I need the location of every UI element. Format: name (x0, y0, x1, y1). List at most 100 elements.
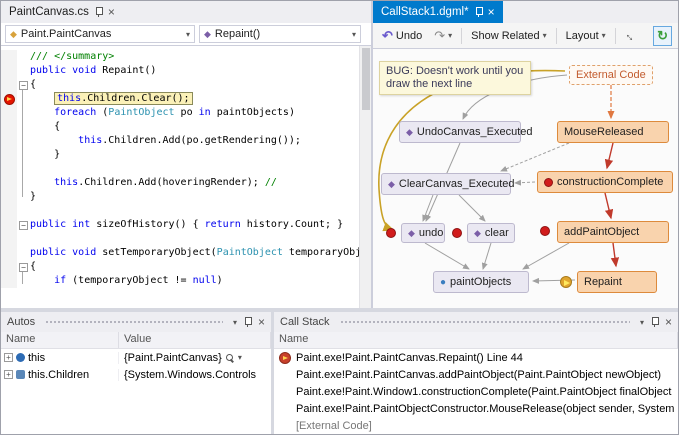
node-addpaintobject[interactable]: addPaintObject (557, 221, 669, 243)
variable-icon (16, 370, 25, 379)
variable-icon (16, 353, 25, 362)
callstack-row[interactable]: [External Code] (274, 417, 678, 434)
node-clearcanvas-executed[interactable]: ◆ ClearCanvas_Executed (381, 173, 511, 195)
variable-name: this.Children (28, 369, 89, 381)
node-undocanvas-executed[interactable]: ◆ UndoCanvas_Executed (399, 121, 521, 143)
code-line[interactable]: this.Children.Add(po.getRendering()); (1, 134, 371, 148)
code-line[interactable]: −{ (1, 78, 371, 92)
layout-dropdown[interactable]: Layout ▾ (563, 29, 609, 43)
chevron-down-icon[interactable]: ▾ (238, 353, 242, 362)
callstack-row[interactable]: Paint.exe!Paint.PaintCanvas.Repaint() Li… (274, 349, 678, 366)
code-line[interactable]: } (1, 148, 371, 162)
expander-icon[interactable]: + (4, 370, 13, 379)
toolbar-separator (615, 28, 616, 44)
close-icon[interactable]: × (258, 316, 265, 328)
show-related-dropdown[interactable]: Show Related ▾ (468, 29, 550, 43)
code-line[interactable]: foreach (PaintObject po in paintObjects) (1, 106, 371, 120)
code-line[interactable]: } (1, 190, 371, 204)
node-external-code[interactable]: External Code (569, 65, 653, 85)
close-icon[interactable]: × (108, 6, 115, 18)
current-statement-highlight: this.Children.Clear(); (54, 92, 192, 105)
code-line[interactable]: this.Children.Clear(); (1, 92, 371, 106)
callstack-titlebar[interactable]: Call Stack ▾ × (274, 312, 678, 332)
code-line[interactable]: this.Children.Add(hoveringRender); // (1, 176, 371, 190)
tab-paintcanvas-cs[interactable]: PaintCanvas.cs × (1, 1, 123, 23)
event-icon: ◆ (474, 228, 481, 239)
close-icon[interactable]: × (665, 316, 672, 328)
event-icon: ◆ (406, 127, 413, 138)
code-line[interactable]: public void setTemporaryObject(PaintObje… (1, 246, 371, 260)
code-line[interactable]: if (temporaryObject != null) (1, 274, 371, 288)
pin-icon[interactable] (650, 316, 659, 328)
pin-icon[interactable] (94, 6, 103, 18)
table-row[interactable]: +this{Paint.PaintCanvas}▾ (1, 349, 271, 366)
code-line[interactable]: −{ (1, 260, 371, 274)
node-undo[interactable]: ◆ undo (401, 223, 445, 243)
class-dropdown-value: Paint.PaintCanvas (21, 28, 112, 40)
member-dropdown[interactable]: ◆ Repaint() ▾ (199, 25, 361, 43)
callstack-row[interactable]: Paint.exe!Paint.PaintCanvas.addPaintObje… (274, 366, 678, 383)
close-icon[interactable]: × (488, 6, 495, 18)
variable-value: {Paint.PaintCanvas} (124, 352, 222, 364)
redo-button[interactable]: ↷ ▾ (431, 27, 455, 45)
code-line[interactable] (1, 204, 371, 218)
callstack-row[interactable]: Paint.exe!Paint.PaintObjectConstructor.M… (274, 400, 678, 417)
layout-label: Layout (566, 30, 599, 42)
undo-icon: ↶ (382, 28, 393, 44)
editor-scrollbar[interactable] (359, 46, 371, 308)
frame-text: Paint.exe!Paint.PaintCanvas.addPaintObje… (296, 369, 661, 381)
fit-to-screen-button[interactable]: ↔ (622, 28, 640, 44)
pin-icon[interactable] (474, 6, 483, 18)
code-line[interactable]: public void Repaint() (1, 64, 371, 78)
drag-grip (45, 320, 223, 324)
class-dropdown[interactable]: ◆ Paint.PaintCanvas ▾ (5, 25, 195, 43)
frame-text: Paint.exe!Paint.PaintObjectConstructor.M… (296, 403, 674, 415)
autos-header: Name Value (1, 332, 271, 349)
drag-grip (340, 320, 630, 324)
autos-titlebar[interactable]: Autos ▾ × (1, 312, 271, 332)
code-line[interactable]: { (1, 120, 371, 134)
node-repaint[interactable]: Repaint (577, 271, 657, 293)
node-clear[interactable]: ◆ clear (467, 223, 515, 243)
callstack-row[interactable]: Paint.exe!Paint.Window1.constructionComp… (274, 383, 678, 400)
tab-title: CallStack1.dgml* (381, 6, 469, 18)
magnifier-icon[interactable] (226, 354, 234, 362)
fold-toggle[interactable]: − (19, 81, 28, 90)
fold-toggle[interactable]: − (19, 221, 28, 230)
code-editor[interactable]: /// </summary>public void Repaint()−{ th… (1, 46, 371, 308)
bug-note[interactable]: BUG: Doesn't work until you draw the nex… (379, 61, 531, 95)
tab-callstack-dgml[interactable]: CallStack1.dgml* × (373, 1, 503, 23)
node-label: paintObjects (450, 276, 511, 288)
expander-icon[interactable]: + (4, 353, 13, 362)
node-paintobjects[interactable]: ● paintObjects (433, 271, 529, 293)
table-row[interactable]: +this.Children{System.Windows.Controls (1, 366, 271, 383)
breakpoint-icon[interactable] (4, 94, 15, 105)
node-constructioncomplete[interactable]: constructionComplete (537, 171, 673, 193)
frame-text: [External Code] (296, 420, 372, 432)
code-line[interactable] (1, 232, 371, 246)
error-badge (540, 226, 550, 236)
chevron-down-icon: ▾ (186, 30, 190, 39)
window-position-icon[interactable]: ▾ (640, 318, 644, 327)
event-icon: ◆ (388, 179, 395, 190)
window-position-icon[interactable]: ▾ (233, 318, 237, 327)
sync-button[interactable]: ↻ (653, 26, 672, 46)
chevron-down-icon: ▾ (352, 30, 356, 39)
tab-title: PaintCanvas.cs (9, 6, 89, 18)
undo-button[interactable]: ↶ Undo (379, 27, 425, 45)
scrollbar-thumb[interactable] (362, 48, 370, 110)
pin-icon[interactable] (243, 316, 252, 328)
fold-toggle[interactable]: − (19, 263, 28, 272)
diagram-canvas[interactable]: BUG: Doesn't work until you draw the nex… (373, 49, 678, 308)
code-line[interactable]: /// </summary> (1, 50, 371, 64)
diagram-toolbar: ↶ Undo ↷ ▾ Show Related ▾ Layout ▾ (373, 23, 678, 49)
method-icon: ◆ (204, 29, 211, 40)
code-line[interactable] (1, 162, 371, 176)
callstack-header: Name (274, 332, 678, 349)
node-mousereleased[interactable]: MouseReleased (557, 121, 669, 143)
code-line[interactable]: −public int sizeOfHistory() { return his… (1, 218, 371, 232)
column-header-name[interactable]: Name (274, 332, 678, 348)
column-header-value[interactable]: Value (119, 332, 271, 348)
column-header-name[interactable]: Name (1, 332, 119, 348)
tool-window-area: Autos ▾ × Name Value +this{Paint.PaintCa… (1, 312, 678, 435)
